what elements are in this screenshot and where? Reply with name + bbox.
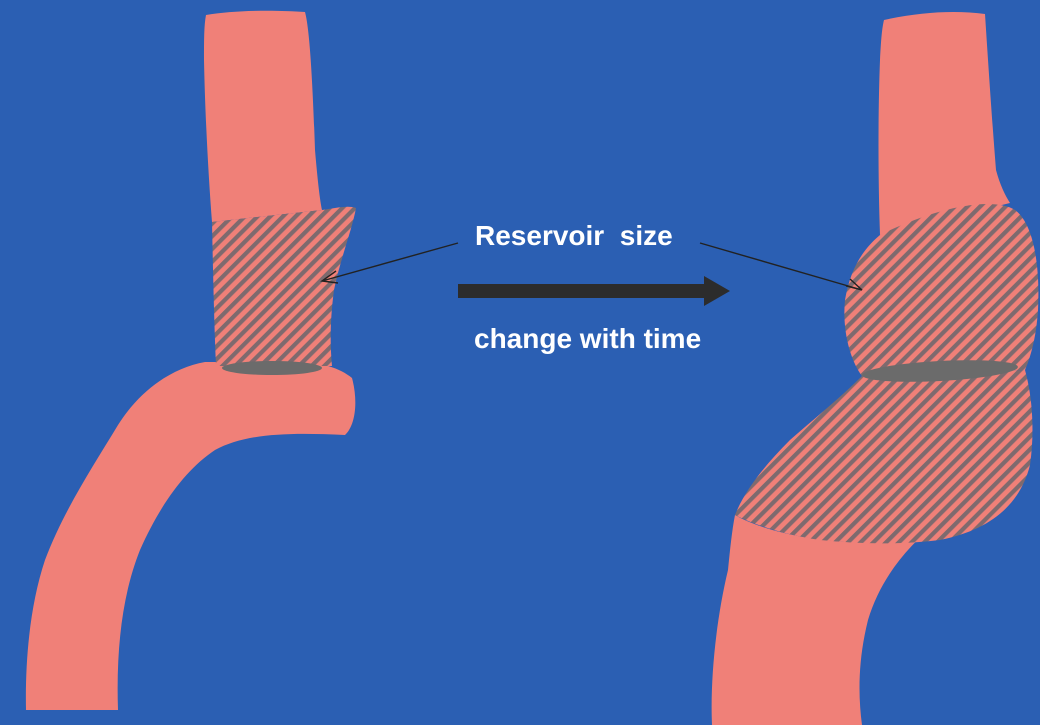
time-arrow-shaft [458, 284, 706, 298]
left-upper-tube [204, 11, 322, 222]
change-with-time-label: change with time [474, 322, 734, 356]
left-ostium-disc [222, 361, 322, 375]
reservoir-size-label: Reservoir size [475, 219, 673, 253]
